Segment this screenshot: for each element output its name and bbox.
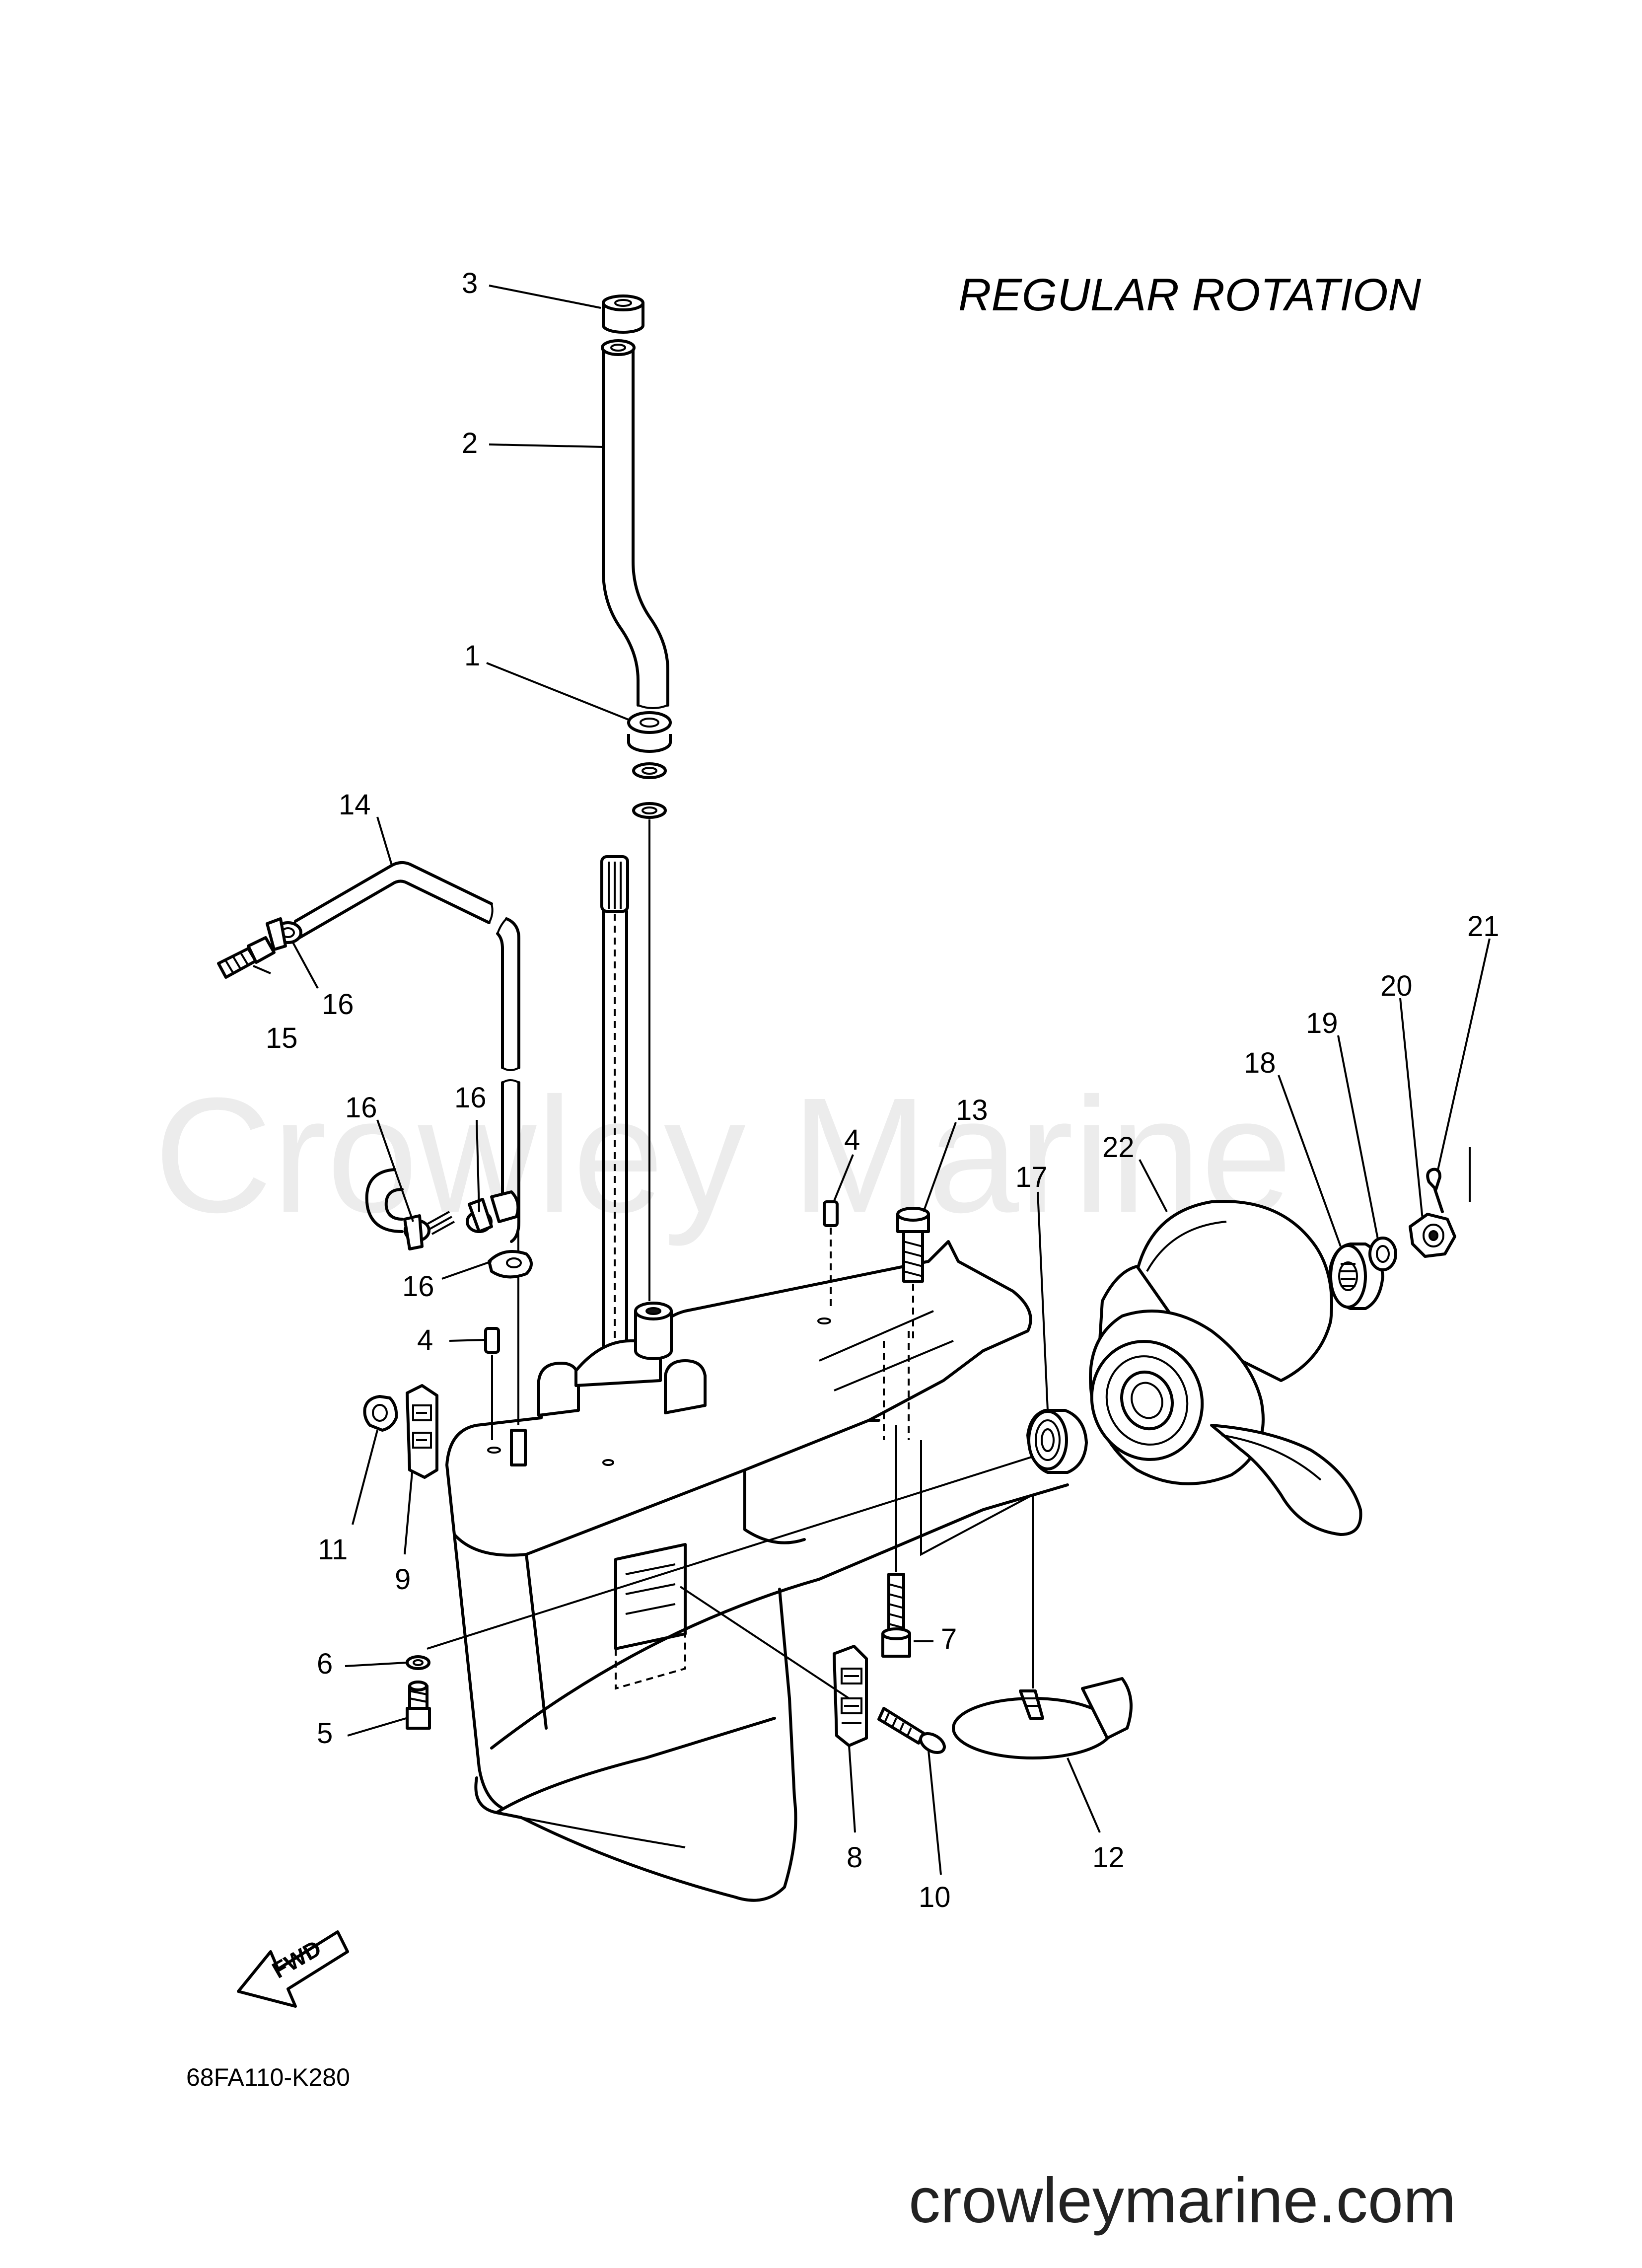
callout-21: 21	[1467, 910, 1499, 943]
part-19-washer	[1368, 1237, 1397, 1271]
hose-loop	[365, 1168, 404, 1233]
callout-labels: 3 2 1 14 15 16 16 16 16 4 4 13 17 22 18 …	[266, 267, 1499, 1913]
part-16-clip-left	[403, 1211, 455, 1250]
housing-stud	[510, 1227, 527, 1466]
callout-8: 8	[847, 1841, 862, 1874]
callout-16-upper: 16	[322, 988, 354, 1021]
website-text: crowleymarine.com	[909, 2165, 1456, 2236]
watermark-text: Crowley Marine	[154, 1063, 1292, 1247]
callout-13: 13	[956, 1094, 988, 1126]
part-14-hose	[293, 861, 520, 1243]
callout-11: 11	[318, 1534, 348, 1566]
callout-22: 22	[1102, 1131, 1135, 1164]
callout-16-left: 16	[345, 1092, 377, 1124]
part-5-bolt	[406, 1681, 431, 1730]
callout-15: 15	[266, 1022, 298, 1054]
gearcase-housing	[445, 1240, 1069, 1902]
part-9-anode	[406, 1384, 438, 1479]
callout-18: 18	[1244, 1047, 1276, 1079]
part-15-fitting	[217, 936, 276, 979]
part-1-seal-stack	[627, 711, 672, 819]
callout-10: 10	[919, 1881, 951, 1913]
part-16-clip-upper	[266, 917, 302, 951]
callout-1: 1	[464, 640, 480, 672]
part-17-thrust-bushing	[1026, 1409, 1088, 1474]
part-2-water-tube	[601, 339, 669, 709]
part-16-clip-lower	[488, 1250, 533, 1279]
callout-leaders	[253, 285, 1491, 1875]
callout-19: 19	[1306, 1007, 1338, 1039]
part-3-grommet	[602, 294, 644, 334]
callout-4-upper: 4	[844, 1124, 860, 1156]
callout-16-right: 16	[454, 1082, 487, 1114]
callout-14: 14	[339, 789, 371, 821]
part-7-stud-bolt	[881, 1425, 911, 1658]
part-22-propeller	[1089, 1200, 1362, 1536]
diagram-code: 68FA110-K280	[186, 2063, 350, 2091]
callout-2: 2	[462, 427, 478, 459]
part-13-bolt	[896, 1207, 930, 1341]
callout-9: 9	[395, 1563, 411, 1596]
callout-5: 5	[317, 1717, 333, 1750]
part-20-nut	[1409, 1213, 1456, 1258]
part-10-bolt	[877, 1707, 946, 1754]
part-21-cotter-pin	[1426, 1147, 1471, 1213]
fwd-arrow-icon: FWD	[237, 1930, 349, 2008]
drive-shaft	[600, 855, 629, 1352]
callout-16-lower: 16	[402, 1270, 434, 1303]
callout-20: 20	[1380, 970, 1413, 1002]
callout-17: 17	[1015, 1161, 1048, 1193]
diagram-title: REGULAR ROTATION	[958, 270, 1422, 320]
part-8-anode	[833, 1645, 868, 1747]
part-11-nut	[363, 1395, 398, 1432]
callout-7: 7	[941, 1623, 957, 1655]
callout-3: 3	[462, 267, 478, 299]
callout-4-lower: 4	[417, 1324, 433, 1356]
part-6-washer	[406, 1655, 430, 1670]
part-4-dowel-pin-upper	[823, 1200, 839, 1311]
part-12-trim-tab	[952, 1495, 1133, 1759]
callout-6: 6	[317, 1648, 333, 1680]
callout-12: 12	[1092, 1841, 1125, 1874]
